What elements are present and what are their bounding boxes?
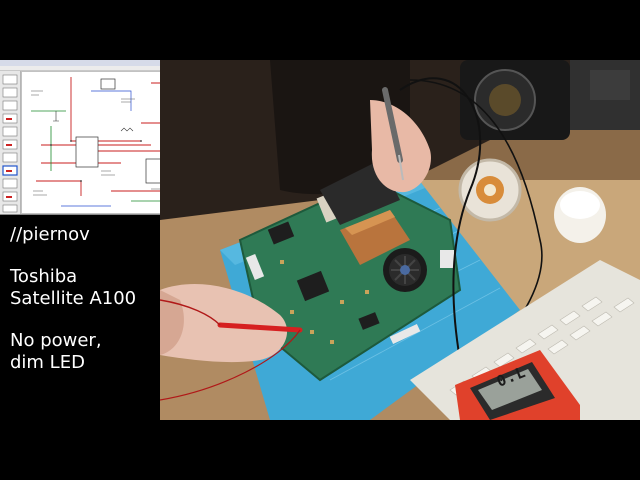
- fault-line1: No power,: [10, 330, 102, 351]
- multimeter-display: [478, 369, 542, 410]
- device-model-line1: Toshiba: [10, 266, 78, 287]
- schematic-page-thumbnails: [0, 71, 21, 214]
- multimeter-probe-black: [382, 87, 403, 163]
- device-model-line2: Satellite A100: [10, 288, 137, 309]
- device-model: Toshiba Satellite A100: [10, 266, 136, 310]
- chip-southbridge: [296, 270, 330, 302]
- camera-view: [160, 60, 640, 420]
- schematic-menubar: [0, 66, 276, 71]
- hand-right: [370, 100, 431, 193]
- channel-handle: //piernov: [10, 224, 90, 245]
- fault-line2: dim LED: [10, 352, 85, 373]
- multimeter-probe-red: [217, 322, 303, 333]
- schematic-window-titlebar: [0, 60, 276, 66]
- fault-description: No power, dim LED: [10, 330, 102, 374]
